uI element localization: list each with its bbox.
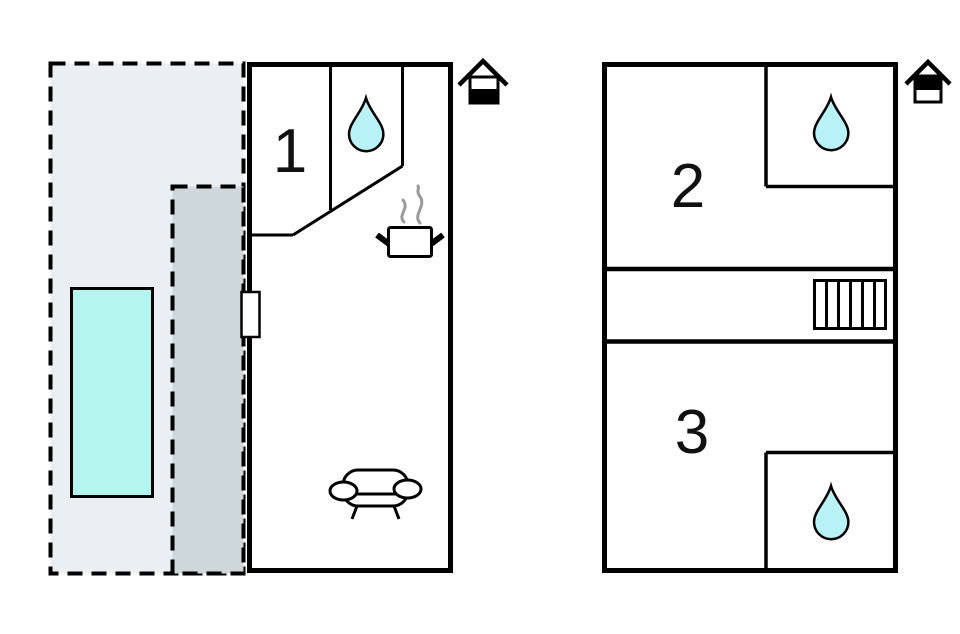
stairs-icon <box>813 279 887 330</box>
room-1-label: 1 <box>273 117 307 186</box>
ground-floor-interior-walls <box>248 64 404 237</box>
landing-walls <box>604 266 896 344</box>
room-3-label: 3 <box>675 398 709 467</box>
bathroom-bottom-walls <box>764 450 896 571</box>
sofa-armrest-left <box>328 480 359 502</box>
pot-body <box>387 226 433 258</box>
sofa-armrest-right <box>392 478 423 500</box>
stove-icon <box>375 184 445 258</box>
door-window <box>240 290 261 339</box>
sofa-icon <box>328 468 423 520</box>
steam-line-icon <box>400 198 407 224</box>
house-filled-lower-half <box>469 89 499 104</box>
steam-line-icon <box>416 184 424 225</box>
water-drop-icon <box>812 481 850 541</box>
room-2-label: 2 <box>671 152 705 221</box>
water-drop-icon <box>812 92 850 152</box>
sofa-leg-right <box>392 505 401 520</box>
ground-floor-plan: 1 <box>48 57 509 576</box>
covered-terrace-area <box>170 184 246 576</box>
house-roof <box>904 58 952 86</box>
floor-level-indicator-ground-icon <box>457 57 509 105</box>
pool <box>70 287 154 498</box>
upper-floor-plan: 2 3 <box>602 58 952 573</box>
wall-diagonal <box>292 164 404 237</box>
bathroom-top-walls <box>764 64 896 189</box>
sofa-leg-left <box>350 505 359 520</box>
water-drop-icon <box>347 93 385 153</box>
floor-level-indicator-upper-icon <box>904 58 952 104</box>
house-filled-upper-half <box>914 75 942 90</box>
